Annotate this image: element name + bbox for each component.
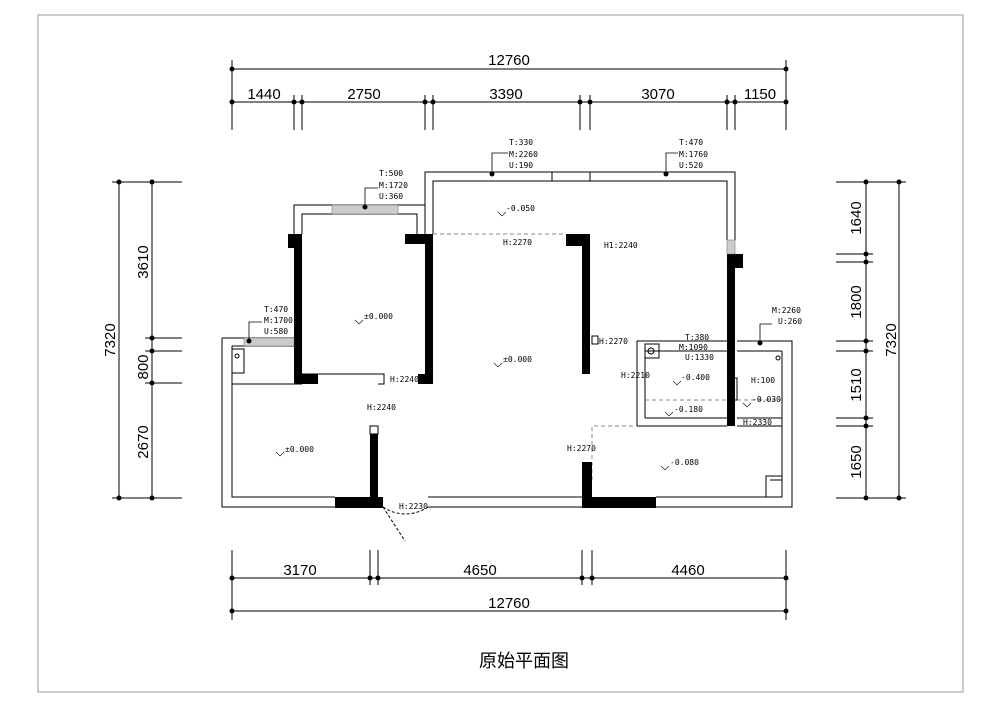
drawing-title: 原始平面图 [479,651,569,671]
svg-text:T:330: T:330 [509,138,533,147]
height-label-2270-top: H:2270 [503,238,532,247]
right-dim-3: 1510 [848,368,865,401]
wall-outlines [221,171,793,542]
window-note-2: T:330 M:2260 U:190 [489,138,538,177]
svg-text:M:1760: M:1760 [679,150,708,159]
height-label-h1-2240: H1:2240 [604,241,638,250]
svg-text:T:470: T:470 [679,138,703,147]
structural-walls [244,234,743,508]
height-label-100: H:100 [751,376,775,385]
height-label-2240-bed: H:2240 [390,375,419,384]
bottom-dim-3: 4460 [671,562,704,579]
window-note-1: T:500 M:1720 U:360 [362,169,408,210]
height-label-2240-left: H:2240 [367,403,396,412]
svg-text:M:1700: M:1700 [264,316,293,325]
left-dim-2: 800 [135,354,152,379]
top-dim-1: 1440 [247,86,280,103]
level-bath-c: -0.030 [752,395,781,404]
svg-text:U:580: U:580 [264,327,288,336]
svg-text:M:1090: M:1090 [679,343,708,352]
window-note-3: T:470 M:1760 U:520 [663,138,708,177]
svg-text:M:1720: M:1720 [379,181,408,190]
left-dimension-ticks [116,179,155,501]
window-note-6: M:2260 U:260 [757,306,802,346]
window-frames [243,204,736,347]
level-left-room: ±0.000 [285,445,314,454]
top-dim-3: 3390 [489,86,522,103]
top-dimension-ticks [229,66,789,105]
right-dim-4: 1650 [848,445,865,478]
right-dim-2: 1800 [848,285,865,318]
level-balcony: -0.050 [506,204,535,213]
bottom-dimension-ticks [229,575,789,614]
right-dimension-ticks [863,179,902,501]
height-label-2270-low: H:2270 [567,444,596,453]
top-dim-4: 3070 [641,86,674,103]
window-note-5: T:380 M:1090 U:1330 [679,333,714,362]
left-dim-3: 2670 [135,425,152,458]
svg-text:U:360: U:360 [379,192,403,201]
right-total-dim: 7320 [883,323,900,356]
right-dim-1: 1640 [848,201,865,234]
left-total-dim: 7320 [102,323,119,356]
svg-text:M:2260: M:2260 [772,306,801,315]
level-bath-b: -0.180 [674,405,703,414]
sheet-border [37,14,964,693]
svg-text:T:380: T:380 [685,333,709,342]
level-living: ±0.000 [503,355,532,364]
height-label-2230: H:2230 [399,502,428,511]
level-bath: -0.400 [681,373,710,382]
level-bedroom: ±0.000 [364,312,393,321]
level-kitchen: -0.080 [670,458,699,467]
svg-text:M:2260: M:2260 [509,150,538,159]
svg-text:U:1330: U:1330 [685,353,714,362]
svg-text:T:500: T:500 [379,169,403,178]
level-markers [275,211,752,471]
bottom-dim-2: 4650 [463,562,496,579]
bottom-total-dim: 12760 [488,595,530,612]
window-note-4: T:470 M:1700 U:580 [246,305,293,344]
height-label-2210: H:2210 [621,371,650,380]
top-total-dim: 12760 [488,52,530,69]
bottom-dim-1: 3170 [283,562,316,579]
svg-text:T:470: T:470 [264,305,288,314]
svg-text:U:190: U:190 [509,161,533,170]
left-dim-1: 3610 [135,245,152,278]
top-dim-2: 2750 [347,86,380,103]
top-dim-5: 1150 [744,86,776,103]
svg-text:U:520: U:520 [679,161,703,170]
height-label-2330: H:2330 [743,418,772,427]
svg-text:U:260: U:260 [778,317,802,326]
height-label-2270-mid: H:2270 [599,337,628,346]
